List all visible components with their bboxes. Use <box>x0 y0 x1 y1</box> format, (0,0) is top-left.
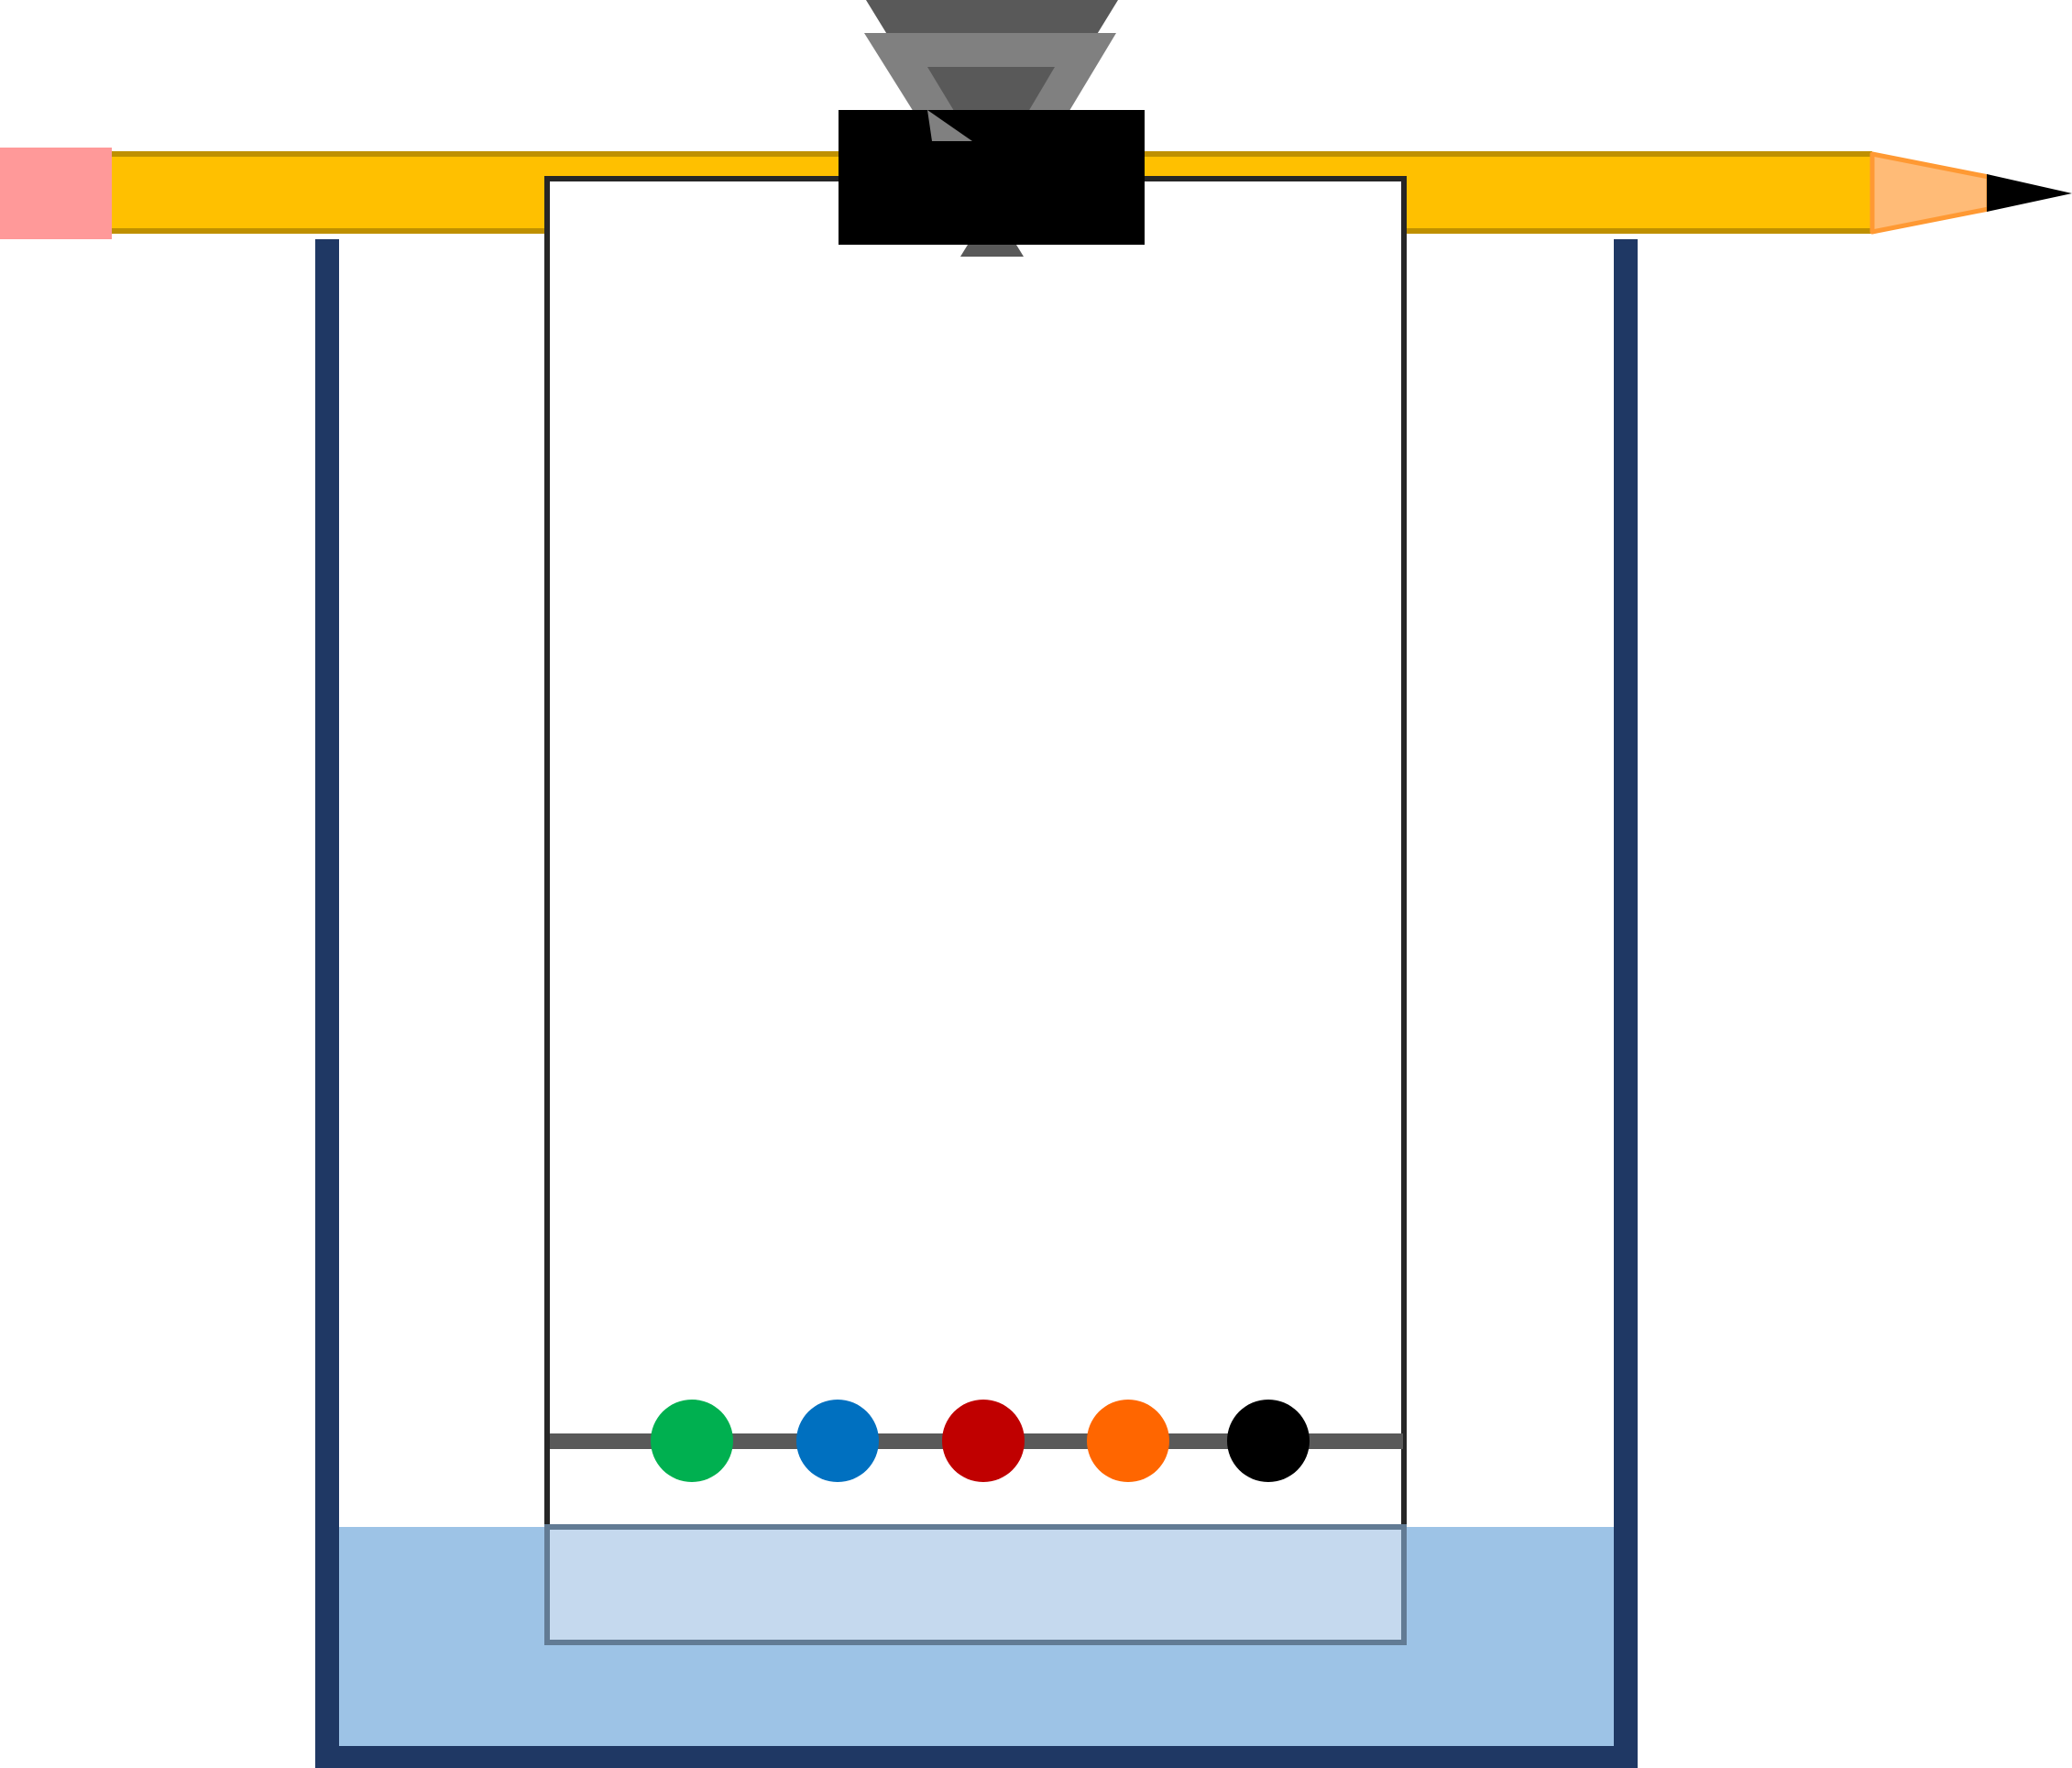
pencil-wood-tip <box>1869 151 1991 235</box>
beaker-right-wall <box>1614 239 1638 1768</box>
spot-blue <box>796 1400 879 1482</box>
beaker-bottom <box>315 1746 1638 1768</box>
sample-spots <box>651 1400 1310 1482</box>
clip-body <box>839 110 1145 245</box>
paper-submerged-border <box>544 1524 1407 1645</box>
spot-red <box>942 1400 1025 1482</box>
spot-black <box>1227 1400 1310 1482</box>
paper-submerged-region <box>550 1527 1401 1640</box>
beaker-left-wall <box>315 239 339 1768</box>
binder-clip-icon <box>839 0 1145 257</box>
chromatography-paper <box>544 176 1407 1645</box>
spot-orange <box>1087 1400 1169 1482</box>
pencil-lead <box>1987 174 2072 212</box>
beaker-icon <box>315 239 1638 1768</box>
clip-handle-front-over <box>927 110 972 141</box>
pencil-eraser <box>0 148 112 239</box>
spot-green <box>651 1400 733 1482</box>
